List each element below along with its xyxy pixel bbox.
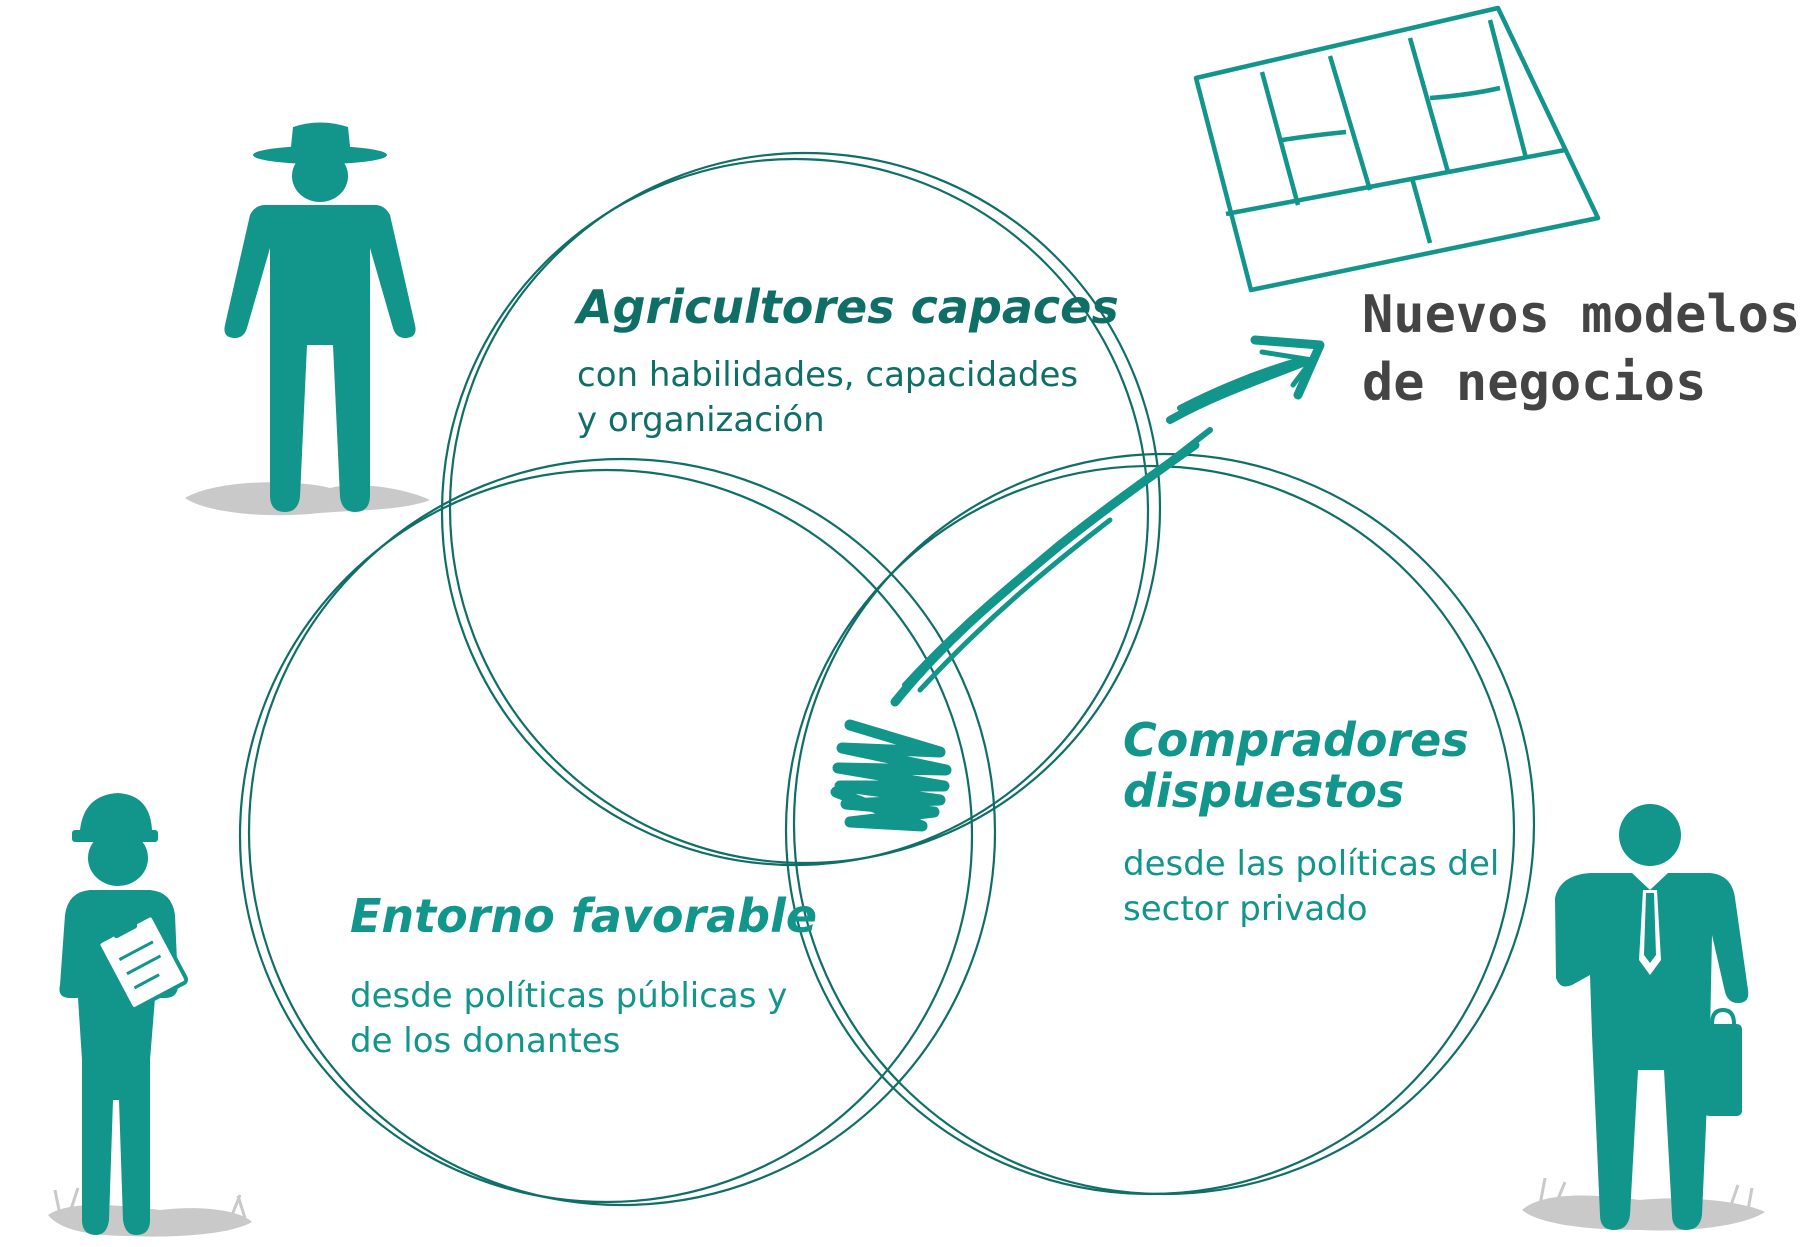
farmer-figure-icon (185, 122, 430, 516)
outcome-line2: de negocios (1362, 353, 1706, 413)
officer-with-clipboard-icon (48, 793, 252, 1237)
businessman-with-briefcase-icon (1522, 804, 1765, 1231)
buyers-title-line2: dispuestos (1123, 764, 1404, 818)
outcome-line1: Nuevos modelos (1362, 285, 1800, 345)
buyers-title-line1: Compradores (1123, 713, 1469, 767)
environment-title: Entorno favorable (350, 889, 817, 943)
environment-desc-line1: desde políticas públicas y (350, 976, 787, 1016)
farmers-desc-line2: y organización (577, 400, 825, 440)
buyers-desc-line1: desde las políticas del (1123, 844, 1499, 884)
farmers-desc-line1: con habilidades, capacidades (577, 355, 1078, 395)
farmers-title: Agricultores capaces (574, 280, 1119, 334)
environment-desc-line2: de los donantes (350, 1021, 620, 1061)
buyers-desc-line2: sector privado (1123, 889, 1368, 929)
scribble-arrow-icon (830, 335, 1325, 832)
circle-buyers (784, 452, 1536, 1196)
business-plan-grid-icon (1193, 5, 1601, 293)
circle-farmers (440, 151, 1162, 867)
circle-environment (238, 457, 997, 1207)
